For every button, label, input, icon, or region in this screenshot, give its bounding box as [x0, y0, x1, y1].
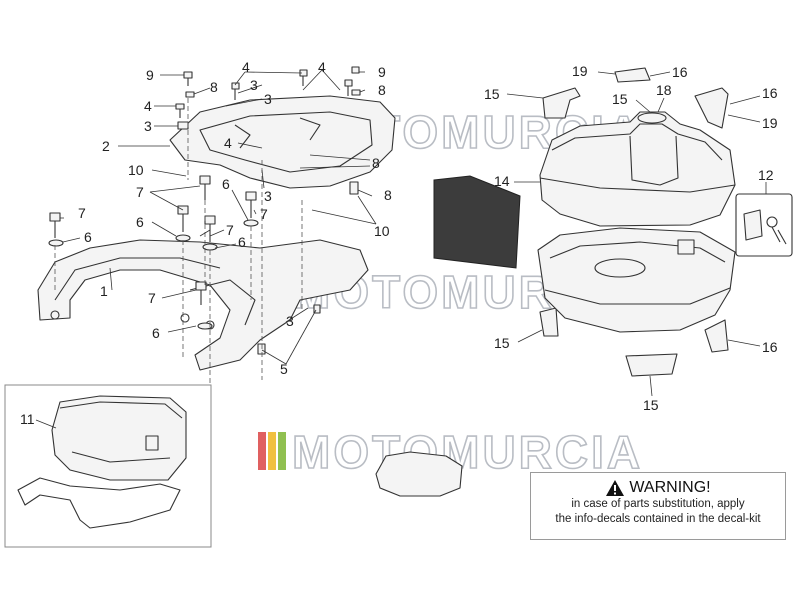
- callout-14: 14: [494, 173, 510, 189]
- warning-line-2: the info-decals contained in the decal-k…: [555, 513, 761, 525]
- lock-detail: [735, 193, 793, 257]
- callout-16: 16: [672, 64, 688, 80]
- carrier-bracket: [37, 239, 369, 371]
- warning-title-row: WARNING!: [531, 479, 785, 497]
- rack-plate: [169, 95, 396, 189]
- case-base: [537, 227, 736, 333]
- callout-3: 3: [264, 91, 272, 107]
- callout-15: 15: [643, 397, 659, 413]
- warning-triangle-icon: [606, 480, 625, 496]
- backrest-pad: [433, 175, 521, 269]
- watermark-text-bottom: MOTOMURCIA: [292, 426, 643, 478]
- callout-18: 18: [656, 82, 672, 98]
- callout-8: 8: [210, 79, 218, 95]
- callout-6: 6: [136, 214, 144, 230]
- callout-5: 5: [280, 361, 288, 377]
- callout-8: 8: [372, 155, 380, 171]
- callout-7: 7: [226, 222, 234, 238]
- watermark-bottom: MOTOMURCIA: [258, 425, 643, 479]
- callout-3: 3: [264, 188, 272, 204]
- callout-10: 10: [128, 162, 144, 178]
- callout-10: 10: [374, 223, 390, 239]
- callout-19: 19: [572, 63, 588, 79]
- callout-4: 4: [144, 98, 152, 114]
- callout-4: 4: [318, 59, 326, 75]
- callout-7: 7: [78, 205, 86, 221]
- leader-lines-right: [506, 71, 767, 397]
- inset-assembly: [4, 384, 212, 548]
- callout-8: 8: [378, 82, 386, 98]
- callout-2: 2: [102, 138, 110, 154]
- callout-16: 16: [762, 339, 778, 355]
- callout-4: 4: [242, 59, 250, 75]
- callout-3: 3: [144, 118, 152, 134]
- callout-labels: 9 4 3 8 3 4 4 9 8 2 4 3 8 10 7 6 8 3 7 1…: [20, 59, 778, 427]
- screw-set: [48, 66, 361, 355]
- callout-16: 16: [762, 85, 778, 101]
- leader-lines-left: [60, 69, 377, 365]
- callout-9: 9: [378, 64, 386, 80]
- warning-notice: WARNING! in case of parts substitution, …: [530, 472, 786, 540]
- callout-6: 6: [152, 325, 160, 341]
- warning-line-1: in case of parts substitution, apply: [571, 498, 745, 510]
- callout-15: 15: [484, 86, 500, 102]
- side-caps: [539, 67, 729, 377]
- callout-4: 4: [224, 135, 232, 151]
- callout-11: 11: [20, 411, 35, 427]
- callout-9: 9: [146, 67, 154, 83]
- callout-6: 6: [238, 234, 246, 250]
- callout-19: 19: [762, 115, 778, 131]
- callout-8: 8: [384, 187, 392, 203]
- callout-15: 15: [494, 335, 510, 351]
- warning-title: WARNING!: [629, 479, 711, 496]
- assembly-axes: [54, 98, 303, 395]
- seat-cushion: [375, 451, 463, 497]
- callout-12: 12: [758, 167, 774, 183]
- callout-7: 7: [148, 290, 156, 306]
- callout-7: 7: [260, 206, 268, 222]
- callout-3: 3: [286, 313, 294, 329]
- callout-6: 6: [222, 176, 230, 192]
- callout-3: 3: [250, 77, 258, 93]
- case-lid: [539, 111, 736, 227]
- callout-1: 1: [100, 283, 108, 299]
- callout-15: 15: [612, 91, 628, 107]
- callout-7: 7: [136, 184, 144, 200]
- callout-6: 6: [84, 229, 92, 245]
